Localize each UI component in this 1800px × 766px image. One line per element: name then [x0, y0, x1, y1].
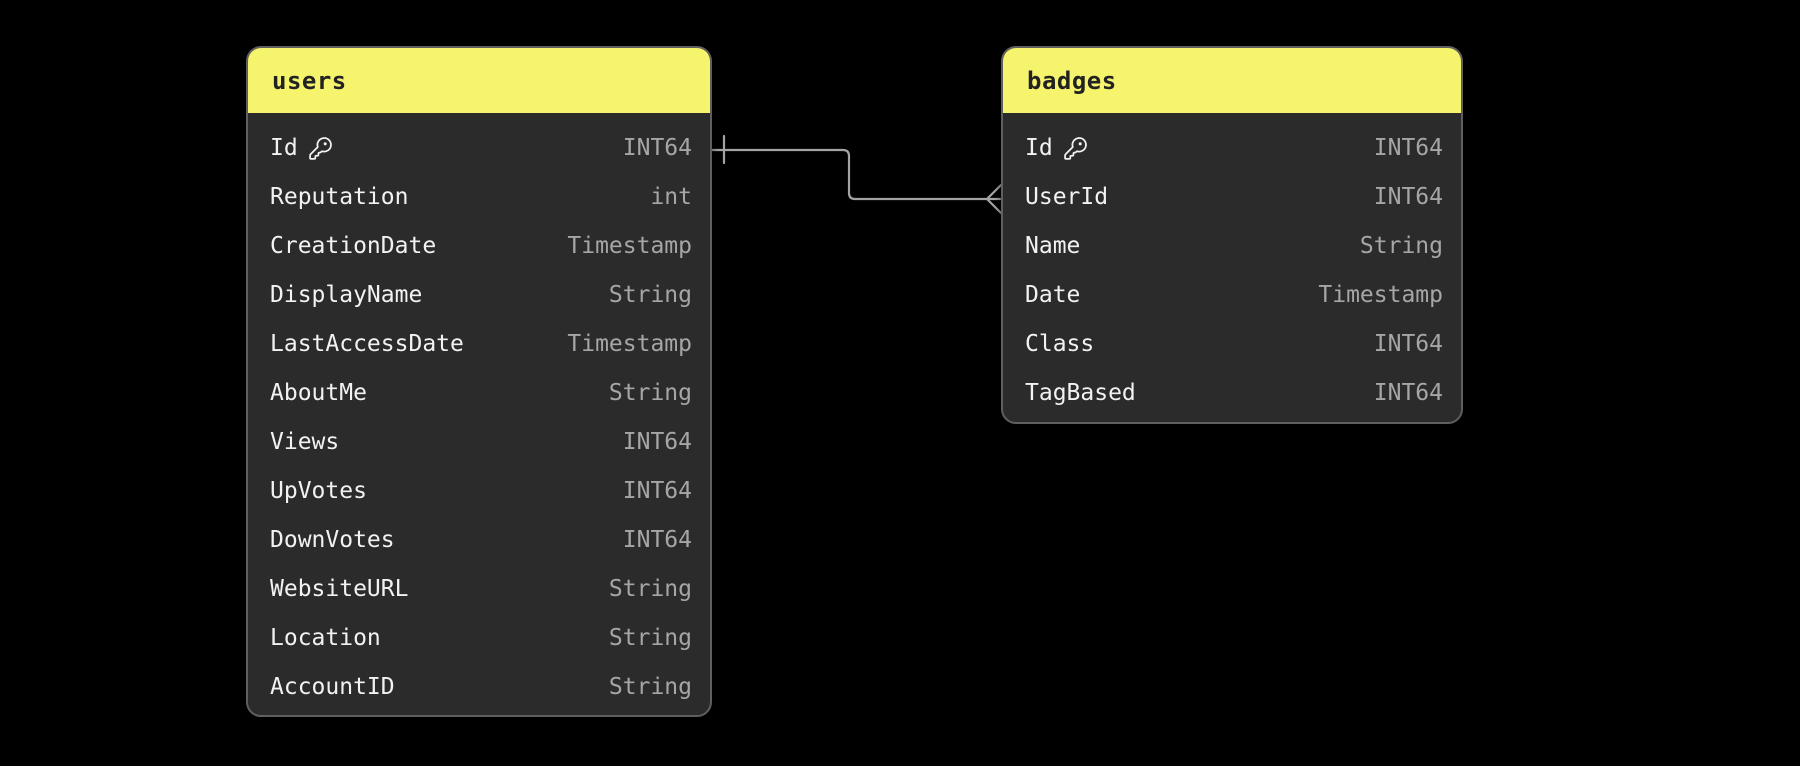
field-name: Name [1025, 232, 1081, 259]
table-row: Date Timestamp [1025, 270, 1443, 319]
connector-line [710, 148, 1002, 201]
table-row: Reputation int [270, 172, 692, 221]
field-type: Timestamp [567, 232, 692, 259]
field-name: AccountID [270, 673, 395, 700]
table-badges-body: Id INT64 UserId INT64 Name String Date T… [1003, 113, 1461, 422]
field-name: AboutMe [270, 379, 367, 406]
table-row: Name String [1025, 221, 1443, 270]
table-badges[interactable]: badges Id INT64 UserId INT64 Name String… [1001, 46, 1463, 424]
table-users[interactable]: users Id INT64 Reputation int CreationDa… [246, 46, 712, 717]
field-name: Date [1025, 281, 1081, 308]
field-type: INT64 [1373, 379, 1443, 406]
table-row: UserId INT64 [1025, 172, 1443, 221]
primary-key-icon [1063, 137, 1087, 160]
field-name: Class [1025, 330, 1095, 357]
field-name: UserId [1025, 183, 1109, 210]
table-title: badges [1027, 66, 1117, 95]
field-name: Id [1025, 134, 1053, 161]
field-type: INT64 [1373, 330, 1443, 357]
field-name: CreationDate [270, 232, 437, 259]
field-type: INT64 [1373, 183, 1443, 210]
field-type: INT64 [622, 477, 692, 504]
table-row: AccountID String [270, 662, 692, 711]
table-row: WebsiteURL String [270, 564, 692, 613]
table-row: Id INT64 [1025, 123, 1443, 172]
field-type: Timestamp [1318, 281, 1443, 308]
table-row: TagBased INT64 [1025, 368, 1443, 417]
field-name: Id [270, 134, 298, 161]
table-row: DisplayName String [270, 270, 692, 319]
primary-key-icon [308, 137, 332, 160]
table-row: DownVotes INT64 [270, 515, 692, 564]
table-row: UpVotes INT64 [270, 466, 692, 515]
table-row: Location String [270, 613, 692, 662]
field-type: String [1359, 232, 1443, 259]
field-type: String [608, 379, 692, 406]
field-type: String [608, 624, 692, 651]
field-name: Reputation [270, 183, 409, 210]
table-row: Class INT64 [1025, 319, 1443, 368]
field-type: INT64 [622, 526, 692, 553]
field-name: WebsiteURL [270, 575, 409, 602]
field-type: String [608, 673, 692, 700]
table-row: AboutMe String [270, 368, 692, 417]
field-name: Location [270, 624, 381, 651]
table-row: CreationDate Timestamp [270, 221, 692, 270]
field-type: String [608, 575, 692, 602]
field-name: UpVotes [270, 477, 367, 504]
field-name: TagBased [1025, 379, 1136, 406]
table-badges-header[interactable]: badges [1003, 48, 1461, 113]
table-users-header[interactable]: users [248, 48, 710, 113]
field-type: int [650, 183, 692, 210]
field-name: LastAccessDate [270, 330, 464, 357]
field-type: INT64 [1373, 134, 1443, 161]
field-type: INT64 [622, 428, 692, 455]
field-type: Timestamp [567, 330, 692, 357]
table-row: Views INT64 [270, 417, 692, 466]
table-row: LastAccessDate Timestamp [270, 319, 692, 368]
field-name: DisplayName [270, 281, 423, 308]
table-row: Id INT64 [270, 123, 692, 172]
field-name: Views [270, 428, 340, 455]
field-type: INT64 [622, 134, 692, 161]
cardinality-many-crowfoot [985, 183, 1003, 215]
table-title: users [272, 66, 347, 95]
table-users-body: Id INT64 Reputation int CreationDate Tim… [248, 113, 710, 715]
field-type: String [608, 281, 692, 308]
field-name: DownVotes [270, 526, 395, 553]
